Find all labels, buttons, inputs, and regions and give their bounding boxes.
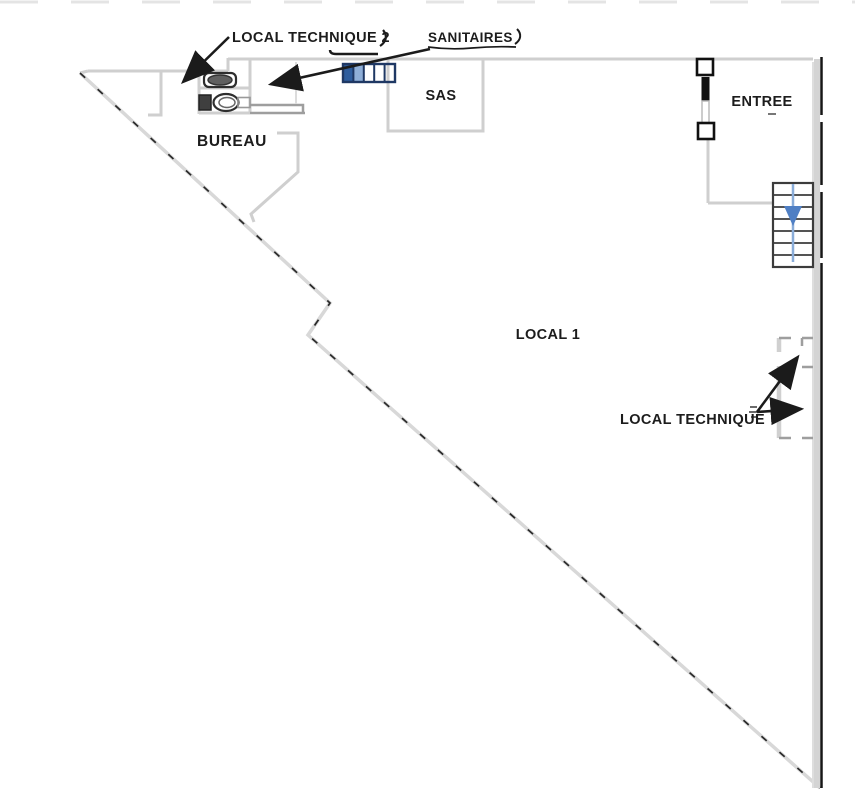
annotations-group: [180, 28, 805, 426]
vestibule-wall: [148, 71, 163, 117]
arrow-origin-hatch-marks: [749, 406, 757, 418]
underline-sanitaires: [427, 45, 517, 50]
paren-after-sanitaires: [514, 28, 522, 45]
arrow-to-local-technique-lower: [756, 397, 805, 426]
label-entree: ENTREE: [731, 94, 792, 110]
glazed-partition-icon: [341, 62, 397, 84]
label-local-1: LOCAL 1: [516, 327, 581, 343]
fixtures-group: [198, 57, 815, 269]
hypotenuse-wall-dashes: [79, 72, 821, 789]
sink-icon: [202, 71, 238, 89]
stairs-icon: [771, 181, 815, 269]
bureau-right-wall: [249, 131, 300, 223]
label-local-technique-2: LOCAL TECHNIQUE 2: [232, 30, 390, 46]
underline-local-technique-2: [328, 49, 378, 56]
entrance-door-icon: [695, 57, 716, 141]
arrow-to-local-technique-upper: [755, 354, 800, 413]
label-bureau: BUREAU: [197, 133, 267, 150]
label-sanitaires: SANITAIRES: [428, 30, 513, 45]
sas-room-walls: [386, 59, 485, 133]
arrow-to-local-technique-2: [180, 36, 230, 84]
corridor-bottom-wall: [250, 103, 305, 115]
toilet-icon: [198, 92, 251, 113]
label-sas: SAS: [425, 88, 456, 104]
arrow-to-sanitaires: [267, 47, 431, 92]
compartment-ticks: [779, 336, 813, 440]
stairs-down-arrow-icon: [784, 206, 802, 226]
paren-after-local-technique-2: [379, 29, 387, 47]
labels-group: LOCAL TECHNIQUE 2 SANITAIRES SAS ENTREE …: [197, 30, 792, 428]
label-local-technique: LOCAL TECHNIQUE: [620, 412, 765, 428]
